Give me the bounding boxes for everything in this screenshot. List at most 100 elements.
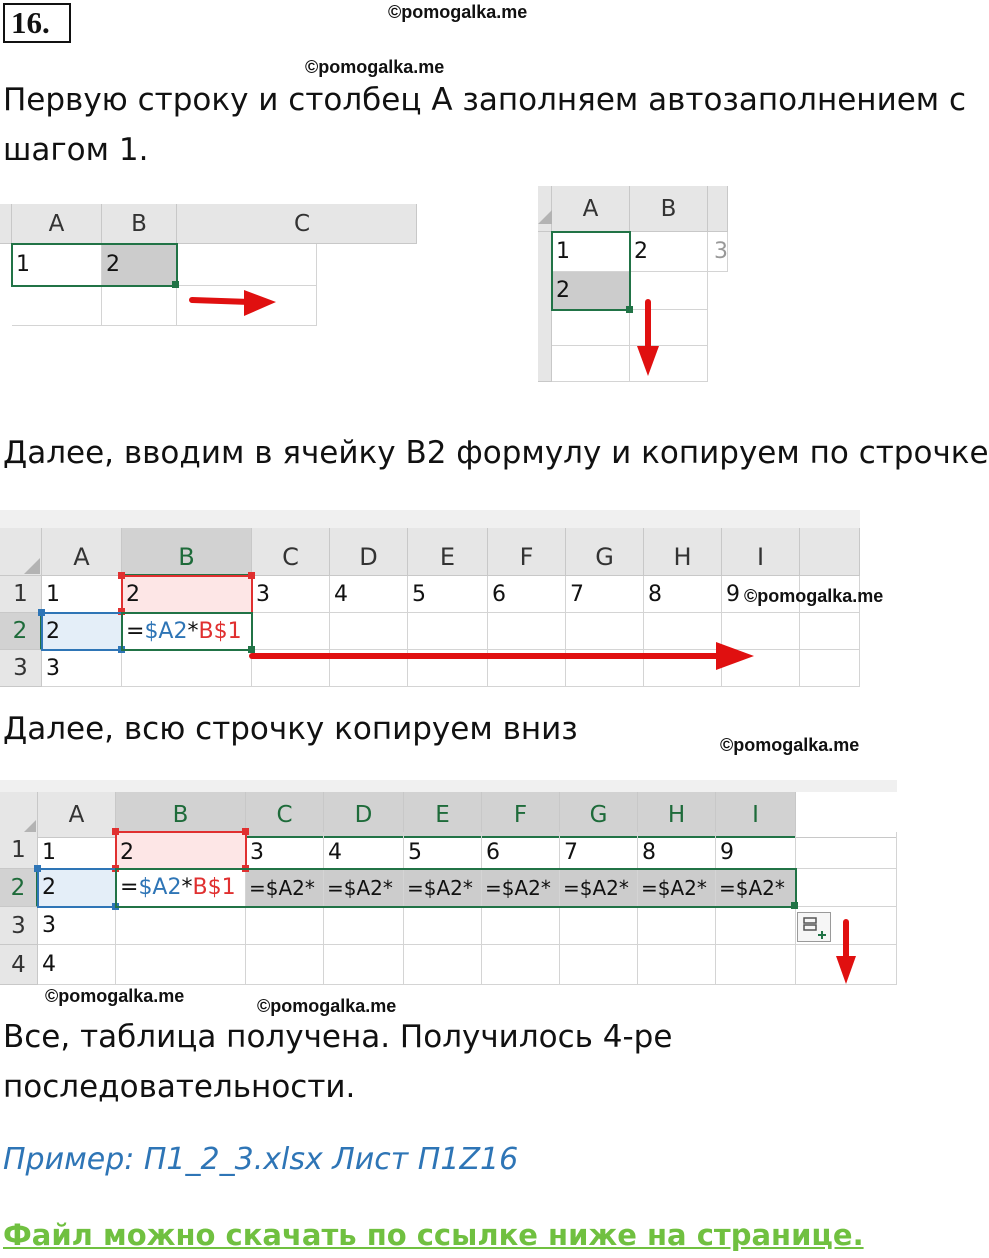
column-header: A [38,792,116,838]
paragraph-line: Далее, всю строчку копируем вниз [3,711,578,747]
column-header: D [330,528,408,576]
row-header: 3 [0,650,42,687]
copied-formula-cell: =$A2* [560,869,638,907]
paragraph-line: Первую строку и столбец А заполняем авто… [3,82,967,118]
cell: 3 [252,576,330,613]
copied-formula-cell: =$A2* [716,869,796,907]
column-header: H [638,792,716,838]
ref-box-blue [37,868,117,908]
watermark: ©pomogalka.me [388,2,528,22]
row-header: 3 [0,907,38,945]
column-header: F [482,792,560,838]
formula-ref-a2: $A2 [138,875,182,900]
formula-ref-a2: $A2 [144,619,188,644]
formula-ref-b1: B$1 [192,875,236,900]
selection-box [115,868,797,908]
spreadsheet-snippet-2: A B 1 2 3 2 [538,186,728,382]
column-header: G [566,528,644,576]
ref-box-red [115,831,247,870]
ref-box-blue [41,612,123,651]
task-number: 16. [3,3,71,43]
copied-formula-cell: =$A2* [404,869,482,907]
cell: 2 [122,576,252,613]
cell: 2 [116,832,246,869]
fill-handle[interactable] [248,646,255,653]
formula-op: * [181,875,193,900]
selection-box [11,243,178,287]
column-header: E [404,792,482,838]
column-header: C [177,204,417,244]
cell: 6 [482,832,560,869]
column-header: B [102,204,177,244]
watermark: ©pomogalka.me [257,996,397,1016]
column-header: A [42,528,122,576]
watermark: ©pomogalka.me [744,586,884,606]
selection-box [121,612,253,651]
row-header: 2 [0,613,42,650]
cell-a3: 3 [42,650,122,687]
paragraph-line: последовательности. [3,1069,356,1105]
column-header: B [122,528,252,576]
cell-a4: 4 [38,945,116,985]
cell: 9 [722,576,800,613]
paragraph-line: шагом 1. [3,132,149,168]
spreadsheet-snippet-3: A B C D E F G H I 1 2 3 1 2 3 4 5 6 7 8 … [0,510,860,687]
column-header: B [116,792,246,838]
ref-box-red [121,575,253,614]
column-header: C [252,528,330,576]
paragraph-line: Все, таблица получена. Получилось 4-ре [3,1019,673,1055]
row-header: 1 [0,832,38,869]
cell: 7 [566,576,644,613]
column-header: C [246,792,324,838]
cell: 5 [404,832,482,869]
column-header: I [722,528,800,576]
fill-handle[interactable] [791,902,798,909]
row-header: 4 [0,945,38,985]
formula-eq: = [126,619,145,644]
copied-formula-cell: =$A2* [324,869,404,907]
column-header: I [716,792,796,838]
download-link[interactable]: Файл можно скачать по ссылке ниже на стр… [3,1218,864,1252]
autofill-options-icon[interactable] [797,912,831,942]
cell-a3: 3 [38,907,116,945]
cell: 7 [560,832,638,869]
cell: 4 [324,832,404,869]
example-reference: Пример: П1_2_3.xlsx Лист П1Z16 [3,1142,519,1177]
down-arrow-icon [637,299,659,376]
formula-eq: = [120,875,139,900]
cell: 5 [408,576,488,613]
row-header: 2 [0,869,38,907]
fill-handle[interactable] [172,281,179,288]
column-header: E [408,528,488,576]
cell: 1 [38,832,116,869]
formula-cell-b2[interactable]: =$A2*B$1 [116,869,246,907]
cell: 8 [644,576,722,613]
column-header: F [488,528,566,576]
cell: 6 [488,576,566,613]
formula-ref-b1: B$1 [198,619,242,644]
column-header: B [630,186,708,232]
cell: 1 [42,576,122,613]
cell: 8 [638,832,716,869]
row-header: 1 [0,576,42,613]
fill-handle[interactable] [626,306,633,313]
right-arrow-icon [249,642,754,670]
column-header: D [324,792,404,838]
selection-box [551,231,631,311]
spreadsheet-snippet-4: A B C D E F G H I 1 2 3 4 1 2 3 4 5 6 7 … [0,780,897,985]
copied-formula-cell: =$A2* [246,869,324,907]
copied-formula-cell: =$A2* [638,869,716,907]
cell-c1: 3 [708,232,728,272]
watermark: ©pomogalka.me [720,735,860,755]
paragraph-line: Далее, вводим в ячейку B2 формулу и копи… [3,435,989,471]
column-header: H [644,528,722,576]
watermark: ©pomogalka.me [305,57,445,77]
down-arrow-icon [836,919,856,984]
cell-b1: 2 [630,232,708,272]
column-header: G [560,792,638,838]
formula-cell-b2[interactable]: =$A2*B$1 [122,613,252,650]
right-arrow-icon [189,290,276,316]
cell: 9 [716,832,796,869]
watermark: ©pomogalka.me [45,986,185,1006]
formula-op: * [187,619,199,644]
